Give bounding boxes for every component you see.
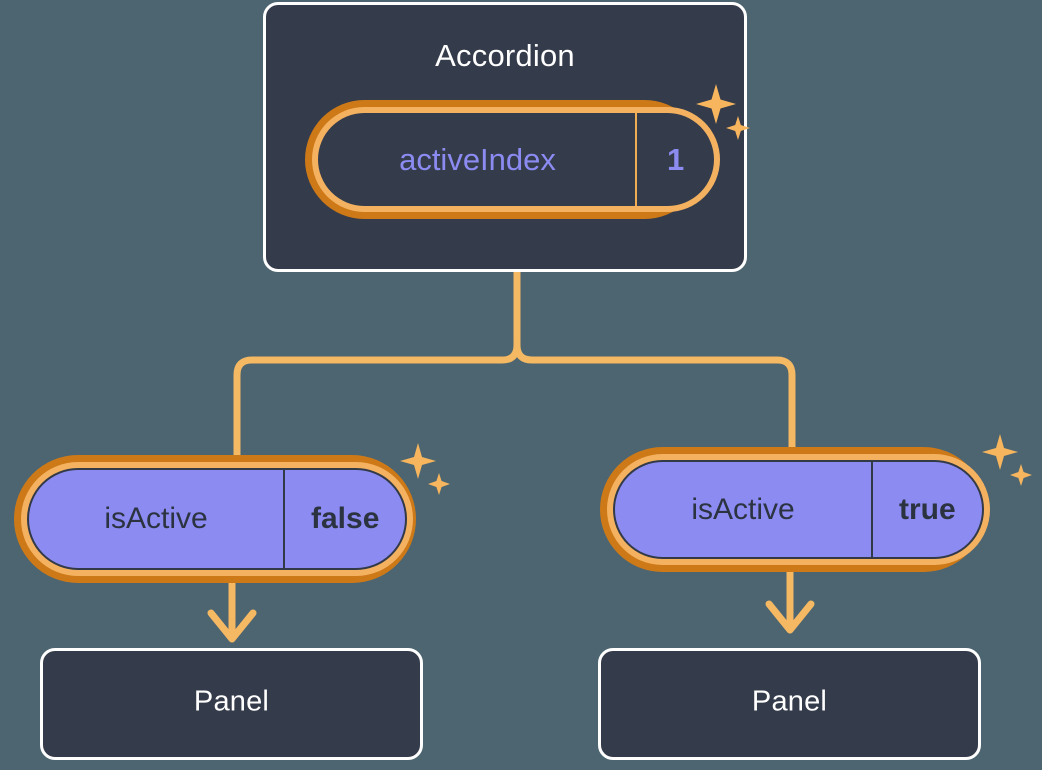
- state-pill-value-active-index: 1: [635, 113, 714, 206]
- accordion-card-title: Accordion: [435, 38, 575, 73]
- root-split-connector: [513, 268, 796, 456]
- state-pill-is-active-true[interactable]: isActive true: [600, 447, 990, 572]
- state-pill-is-active-false[interactable]: isActive false: [14, 455, 416, 583]
- state-pill-inner-ring: isActive false: [21, 462, 414, 576]
- state-pill-inner-ring: activeIndex 1: [312, 107, 721, 212]
- state-pill-body: isActive false: [27, 468, 408, 570]
- state-pill-body: isActive true: [613, 460, 984, 559]
- state-pill-value-is-active-left: false: [283, 470, 405, 568]
- right-pill-to-panel-arrow: [765, 568, 815, 634]
- state-pill-key-is-active-left: isActive: [104, 502, 208, 535]
- state-pill-body: activeIndex 1: [318, 113, 715, 206]
- panel-right-title: Panel: [751, 685, 828, 718]
- panel-component-card-right[interactable]: Panel: [598, 648, 981, 760]
- root-split-connector-left-arm: [233, 341, 521, 464]
- state-pill-key-is-active-right: isActive: [691, 492, 795, 526]
- state-pill-value-is-active-right: true: [871, 462, 982, 557]
- state-pill-inner-ring: isActive true: [607, 454, 990, 565]
- left-pill-to-panel-arrow: [207, 578, 257, 643]
- panel-left-title: Panel: [193, 685, 270, 718]
- state-pill-active-index[interactable]: activeIndex 1: [305, 100, 721, 219]
- panel-component-card-left[interactable]: Panel: [40, 648, 423, 760]
- sparkle-icon: [982, 434, 1032, 486]
- state-pill-key-active-index: activeIndex: [399, 141, 556, 177]
